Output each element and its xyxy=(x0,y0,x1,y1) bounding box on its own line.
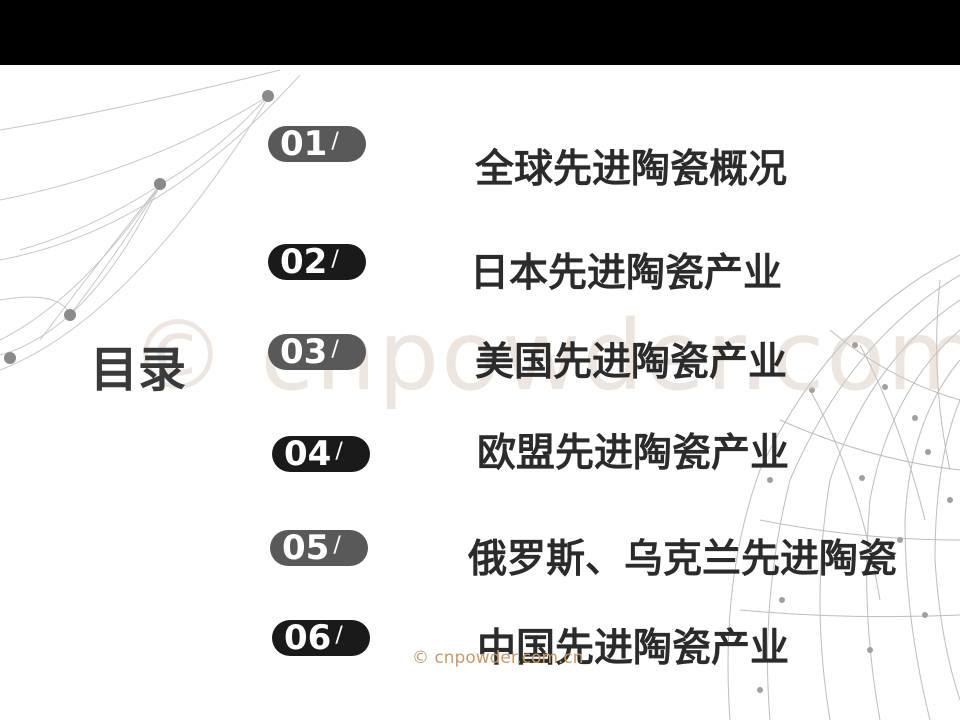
toc-number: 02 xyxy=(280,242,328,282)
toc-number: 05 xyxy=(282,528,330,568)
slash-icon: / xyxy=(335,439,343,464)
toc-number-badge-03: 03/ xyxy=(268,334,366,370)
toc-item-title-04[interactable]: 欧盟先进陶瓷产业 xyxy=(477,431,790,476)
toc-number-badge-06: 06/ xyxy=(272,620,370,656)
slash-icon: / xyxy=(331,129,339,154)
toc-item-title-01[interactable]: 全球先进陶瓷概况 xyxy=(475,147,788,192)
slash-icon: / xyxy=(331,337,339,362)
toc-number-badge-05: 05/ xyxy=(270,530,368,566)
watermark-small: © cnpowder.com.cn xyxy=(412,648,584,668)
top-bar xyxy=(0,0,960,65)
toc-heading: 目录 xyxy=(90,342,187,398)
slash-icon: / xyxy=(331,247,339,272)
slash-icon: / xyxy=(333,533,341,558)
slash-icon: / xyxy=(335,623,343,648)
toc-item-title-03[interactable]: 美国先进陶瓷产业 xyxy=(475,340,788,385)
toc-item-title-05[interactable]: 俄罗斯、乌克兰先进陶瓷 xyxy=(468,537,898,582)
toc-number-badge-04: 04/ xyxy=(272,436,370,472)
toc-number-badge-01: 01/ xyxy=(268,126,366,162)
toc-number-badge-02: 02/ xyxy=(268,244,366,280)
toc-item-title-06[interactable]: 中国先进陶瓷产业 xyxy=(477,626,790,671)
toc-number: 01 xyxy=(280,124,328,164)
toc-item-title-02[interactable]: 日本先进陶瓷产业 xyxy=(470,251,783,296)
toc-number: 06 xyxy=(284,618,332,658)
toc-number: 04 xyxy=(284,434,332,474)
toc-number: 03 xyxy=(280,332,328,372)
